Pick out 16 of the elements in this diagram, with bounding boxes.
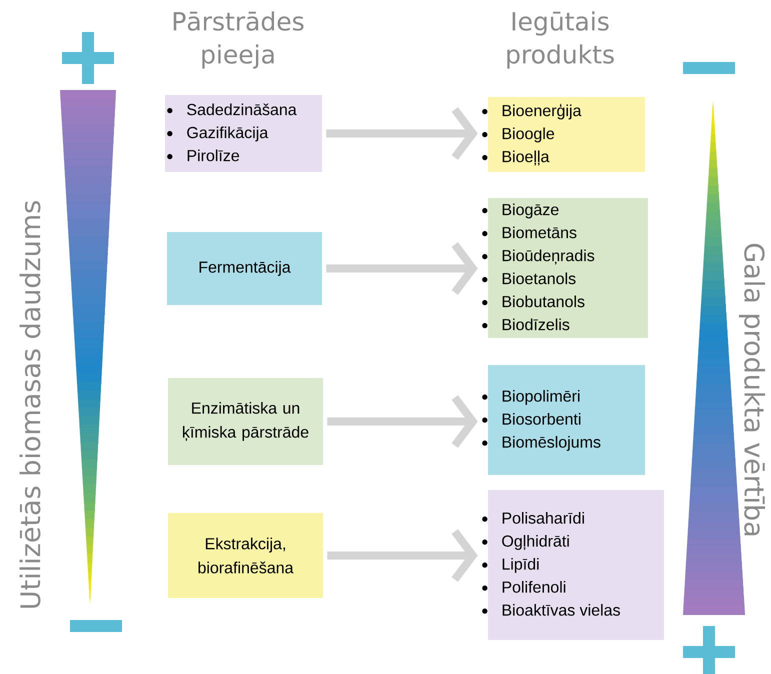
list-box: Sadedzināšana Gazifikācija Pirolīze bbox=[165, 95, 322, 172]
axis-label: Gala produkta vērtība bbox=[738, 244, 766, 536]
arrow bbox=[326, 242, 478, 295]
column-heading: Iegūtais produkts bbox=[507, 11, 614, 69]
column-heading: Pārstrādes pieeja bbox=[174, 11, 304, 69]
list-box: Polisaharīdi Ogļhidrāti Lipīdi Polifenoli Bioaktīvas vielas bbox=[482, 490, 664, 640]
arrow bbox=[327, 395, 478, 448]
arrow bbox=[327, 529, 478, 582]
process-box: Enzimātiska un ķīmiska pārstrāde bbox=[168, 378, 323, 465]
process-box: Fermentācija bbox=[167, 232, 322, 305]
list-box: Biogāze Biometāns Bioūdeņradis Bioetanols Biobutanols Biodīzelis bbox=[482, 198, 648, 338]
arrow bbox=[326, 107, 478, 160]
list-box: Biopolimēri Biosorbenti Biomēslojums bbox=[482, 365, 645, 475]
list-box: Bioenerģija Bioogle Bioeļļa bbox=[482, 97, 645, 172]
process-box: Ekstrakcija, biorafinēšana bbox=[168, 513, 323, 598]
axis-label: Utilizētās biomasas daudzums bbox=[20, 201, 40, 608]
